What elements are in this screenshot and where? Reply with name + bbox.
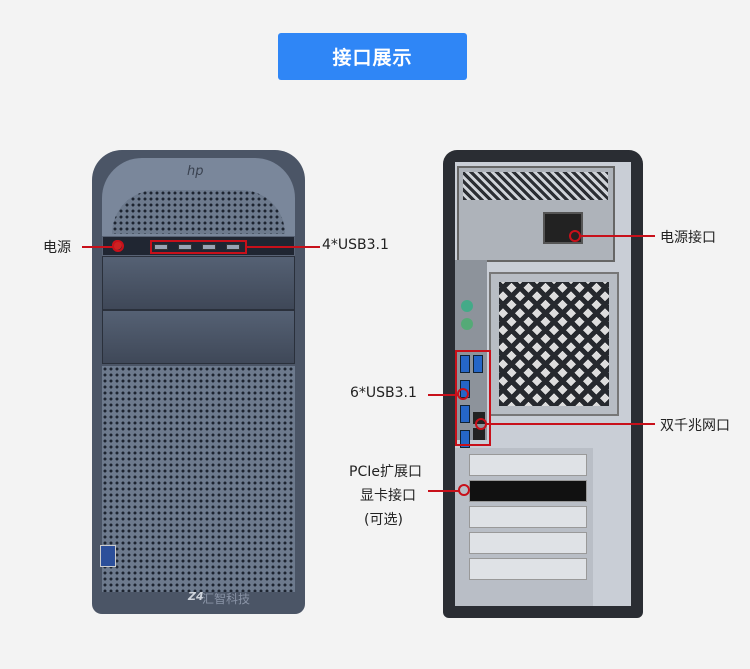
front-usb-port [226,244,240,250]
rear-usb-highlight [455,350,491,446]
label-gpu: 显卡接口 [360,488,416,504]
power-supply [457,166,615,262]
drive-bay [102,256,295,310]
rear-fan [489,272,619,416]
front-tower-image: hp Z4 汇智科技 [92,150,305,614]
front-usb-port [178,244,192,250]
label-pcie: PCIe扩展口 [349,464,422,480]
intel-sticker [100,545,116,567]
label-power: 电源 [43,240,71,256]
label-rear-usb: 6*USB3.1 [350,385,417,401]
label-power-port: 电源接口 [660,230,716,246]
z4-logo: Z4 [188,590,204,603]
rear-tower-image [443,150,643,618]
label-optional: (可选) [364,512,403,528]
front-usb-port [154,244,168,250]
label-lan: 双千兆网口 [660,418,730,434]
label-front-usb: 4*USB3.1 [322,237,389,253]
top-vent-mesh [112,190,285,234]
front-usb-highlight [150,240,247,254]
hp-logo: hp [187,164,204,179]
power-socket [543,212,583,244]
pcie-slots [455,448,593,606]
watermark: 汇智科技 [202,592,251,606]
drive-bay [102,310,295,364]
section-title-button: 接口展示 [278,33,467,80]
front-vent-mesh [102,366,295,592]
front-usb-port [202,244,216,250]
